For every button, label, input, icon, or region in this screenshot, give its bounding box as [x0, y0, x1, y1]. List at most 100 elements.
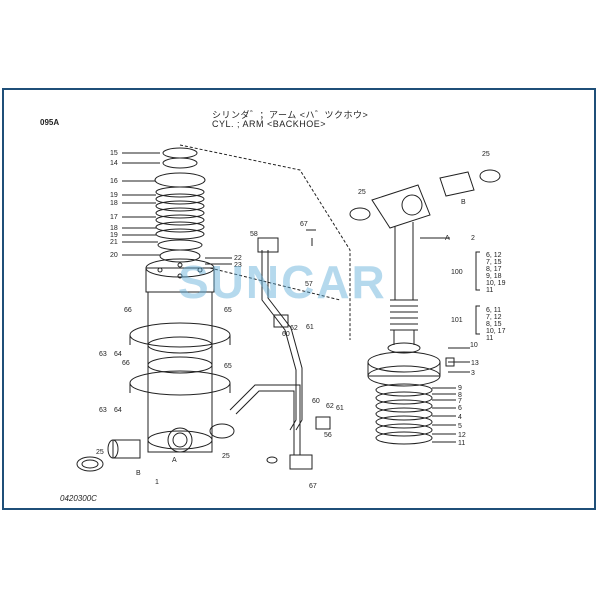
diagram-frame	[2, 88, 596, 510]
part-callout: 22	[234, 255, 242, 262]
packing-ring	[162, 157, 198, 169]
part-callout: 11	[458, 440, 465, 447]
part-callout: 8	[458, 392, 462, 399]
head-ring	[159, 249, 201, 263]
title-english: CYL. ; ARM <BACKHOE>	[212, 119, 327, 129]
cylinder-head	[145, 267, 215, 293]
part-callout: 6, 12	[486, 252, 502, 259]
part-callout: A	[445, 235, 450, 242]
piston-rod	[394, 222, 414, 300]
part-callout: 16	[110, 178, 118, 185]
dust-seal	[76, 456, 104, 472]
dust-seal	[479, 169, 501, 183]
clamp-block	[273, 314, 289, 328]
dust-seal	[209, 423, 235, 439]
title-japanese: シリンダ゛；アーム <ハ゛ツクホウ>	[212, 110, 369, 120]
part-callout: 58	[250, 231, 258, 238]
part-callout: 57	[305, 281, 313, 288]
part-callout: 8, 17	[486, 266, 502, 273]
part-callout: 11	[486, 335, 493, 342]
piston-seal-stack	[375, 383, 433, 445]
part-callout: 10, 19	[486, 280, 506, 287]
part-callout: 61	[336, 405, 344, 412]
part-callout: 66	[122, 360, 130, 367]
part-callout: 10	[470, 342, 478, 349]
part-callout: 67	[300, 221, 308, 228]
part-callout: 20	[110, 252, 118, 259]
dust-seal	[349, 207, 371, 221]
part-callout: 25	[96, 449, 104, 456]
rod-thread	[390, 299, 418, 331]
part-callout: 15	[110, 150, 118, 157]
part-callout: 25	[358, 189, 366, 196]
packing-ring	[162, 147, 198, 159]
part-callout: 11	[486, 287, 493, 294]
part-callout: 12	[458, 432, 466, 439]
pipe-flange	[257, 237, 279, 253]
part-callout: 5	[458, 423, 462, 430]
watermark-text: SUNCAR	[178, 256, 387, 308]
part-callout: 67	[309, 483, 317, 490]
part-callout: 3	[471, 370, 475, 377]
part-callout: 65	[224, 363, 232, 370]
part-callout: 10, 17	[486, 328, 506, 335]
part-callout: 1	[155, 479, 159, 486]
hydraulic-pipe	[261, 250, 297, 431]
part-callout: 7, 12	[486, 314, 502, 321]
part-callout: 66	[124, 307, 132, 314]
cylinder-barrel	[147, 292, 213, 440]
bushing	[112, 439, 141, 459]
part-callout: 13	[471, 360, 479, 367]
part-callout: B	[136, 470, 141, 477]
part-callout: 63	[99, 407, 107, 414]
part-callout: 63	[99, 351, 107, 358]
part-callout: 25	[482, 151, 490, 158]
part-callout: 64	[114, 407, 122, 414]
part-callout: 7, 15	[486, 259, 502, 266]
part-callout: 62	[326, 403, 334, 410]
part-callout: 6	[458, 405, 462, 412]
part-callout: 18	[110, 225, 118, 232]
part-callout: 23	[234, 262, 242, 269]
band-clamp	[129, 370, 231, 396]
wiper-ring	[154, 172, 206, 188]
band-clamp	[129, 322, 231, 348]
part-callout: 61	[306, 324, 314, 331]
part-callout: 14	[110, 160, 118, 167]
part-callout: 7	[458, 398, 462, 405]
part-callout: 64	[114, 351, 122, 358]
cylinder-bottom	[147, 430, 213, 450]
drawing-number: 0420300C	[60, 494, 97, 503]
part-callout: A	[172, 457, 177, 464]
part-callout: 8, 15	[486, 321, 502, 328]
seal-ring	[157, 239, 203, 251]
part-callout: 2	[471, 235, 475, 242]
part-callout: 4	[458, 414, 462, 421]
piston-ring	[387, 342, 421, 354]
part-callout: 17	[110, 214, 118, 221]
part-callout: 56	[324, 432, 332, 439]
part-callout: 65	[224, 307, 232, 314]
part-callout: 9, 18	[486, 273, 502, 280]
rod-eye	[371, 184, 431, 229]
part-callout: 9	[458, 385, 462, 392]
part-callout: 21	[110, 239, 118, 246]
o-ring	[266, 456, 278, 464]
part-callout: 25	[222, 453, 230, 460]
part-callout: 62	[290, 325, 298, 332]
part-callout: 18	[110, 200, 118, 207]
diagram-code: 095A	[40, 118, 60, 127]
pin-eye	[167, 427, 193, 453]
bushing	[439, 171, 475, 197]
part-callout: 60	[282, 331, 290, 338]
clamp-block	[315, 416, 331, 430]
hydraulic-pipe	[229, 384, 301, 455]
pipe-flange	[289, 454, 313, 470]
part-callout: B	[461, 199, 466, 206]
part-callout: 6, 11	[486, 307, 501, 314]
part-callout: 19	[110, 192, 118, 199]
part-callout: 100	[451, 269, 463, 276]
part-callout: 101	[451, 317, 463, 324]
